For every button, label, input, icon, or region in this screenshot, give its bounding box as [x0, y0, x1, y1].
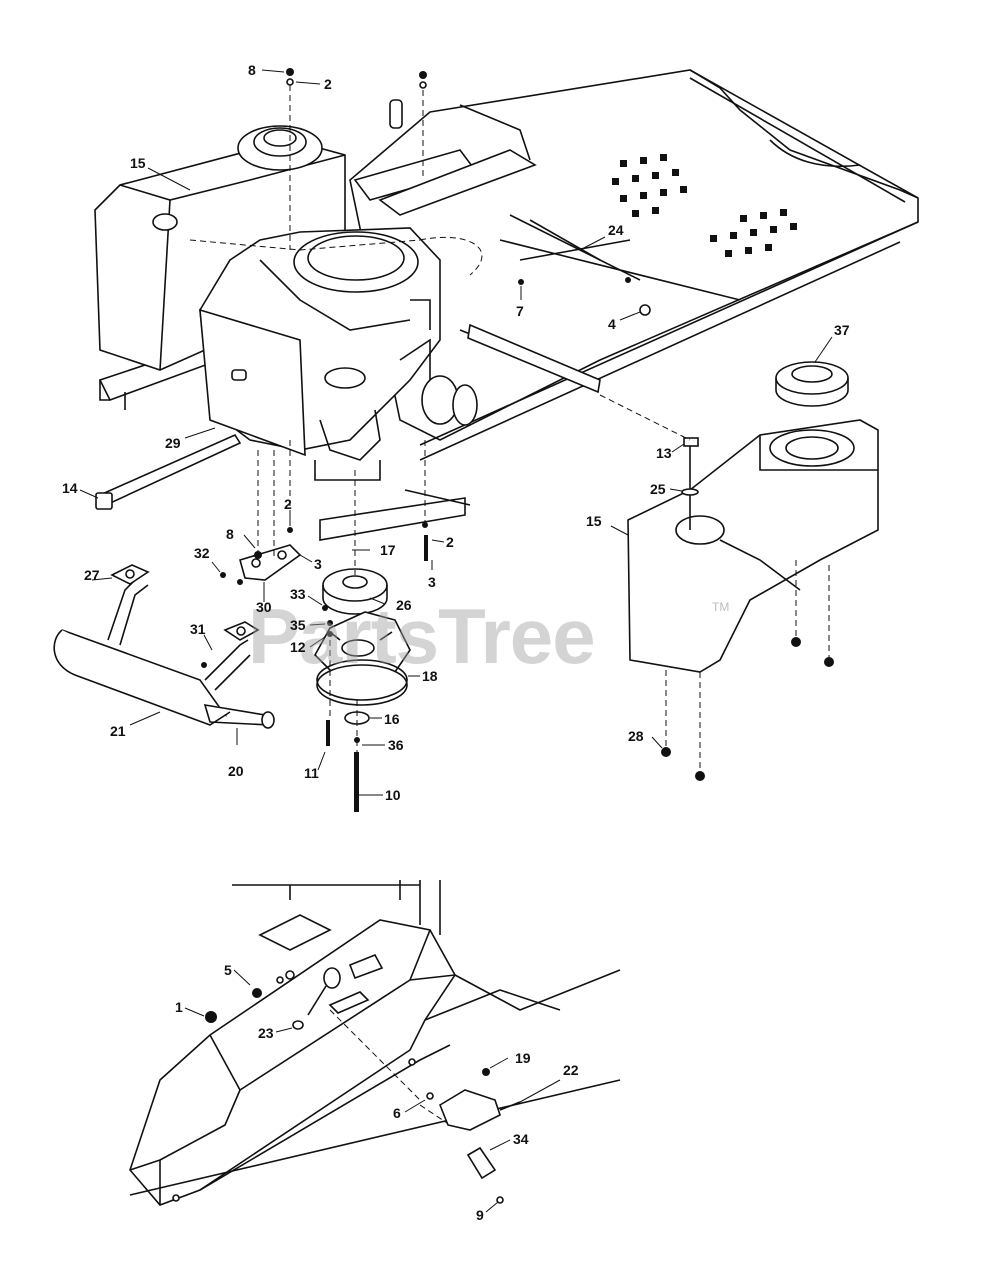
callout-label: 18 [422, 668, 438, 684]
watermark: PartsTree [248, 592, 596, 680]
fuel-tank-right [627, 419, 879, 673]
callout-label: 26 [396, 597, 412, 613]
alignment-lines [189, 85, 830, 775]
callout-label: 31 [190, 621, 206, 637]
callout-label: 35 [290, 617, 306, 633]
callout-label: 30 [256, 599, 272, 615]
vent-holes-upper [612, 154, 687, 217]
callout-label: 37 [834, 322, 850, 338]
callout-label: 4 [608, 316, 616, 332]
callout-label: 3 [314, 556, 322, 572]
fuel-tank-left [94, 125, 346, 371]
hardware [201, 68, 834, 812]
callout-label: 1 [175, 999, 183, 1015]
callout-label: 21 [110, 723, 126, 739]
fuel-line-14 [95, 433, 242, 510]
bracket-30 [239, 544, 302, 581]
callout-label: 9 [476, 1207, 484, 1223]
callout-label: 34 [513, 1131, 529, 1147]
callout-label: 13 [656, 445, 672, 461]
control-panel-inset [129, 880, 621, 1213]
watermark-trademark: TM [712, 600, 730, 614]
callout-label: 27 [84, 567, 100, 583]
callout-label: 5 [224, 962, 232, 978]
clutch-18 [314, 611, 411, 706]
fuel-fitting [681, 437, 699, 530]
engine [199, 227, 478, 481]
callout-label: 22 [563, 1062, 579, 1078]
bracket-17 [319, 489, 471, 541]
callout-label: 6 [393, 1105, 401, 1121]
callout-label: 24 [608, 222, 624, 238]
callout-label: 12 [290, 639, 306, 655]
callout-label: 8 [226, 526, 234, 542]
callout-label: 14 [62, 480, 78, 496]
callout-label: 2 [446, 534, 454, 550]
callout-label: 15 [130, 155, 146, 171]
vent-holes-lower [710, 209, 797, 257]
leader-lines [79, 69, 833, 796]
callout-label: 16 [384, 711, 400, 727]
callout-label: 15 [586, 513, 602, 529]
callout-label: 25 [650, 481, 666, 497]
callout-label: 29 [165, 435, 181, 451]
callout-label: 3 [428, 574, 436, 590]
callout-label: 17 [380, 542, 396, 558]
callout-label: 23 [258, 1025, 274, 1041]
callout-label: 10 [385, 787, 401, 803]
callout-label: 11 [304, 765, 319, 781]
callout-label: 20 [228, 763, 244, 779]
callout-label: 8 [248, 62, 256, 78]
callout-label: 2 [284, 496, 292, 512]
exhaust-flanges [110, 564, 260, 641]
callout-label: 28 [628, 728, 644, 744]
muffler-21 [53, 579, 275, 729]
callout-label: 36 [388, 737, 404, 753]
callout-label: 32 [194, 545, 210, 561]
callout-label: 33 [290, 586, 306, 602]
fuel-cap-37 [775, 361, 849, 407]
callout-label: 7 [516, 303, 524, 319]
throttle-plate [353, 99, 537, 216]
pulley-26 [322, 568, 388, 615]
callout-label: 19 [515, 1050, 531, 1066]
callout-label: 2 [324, 76, 332, 92]
